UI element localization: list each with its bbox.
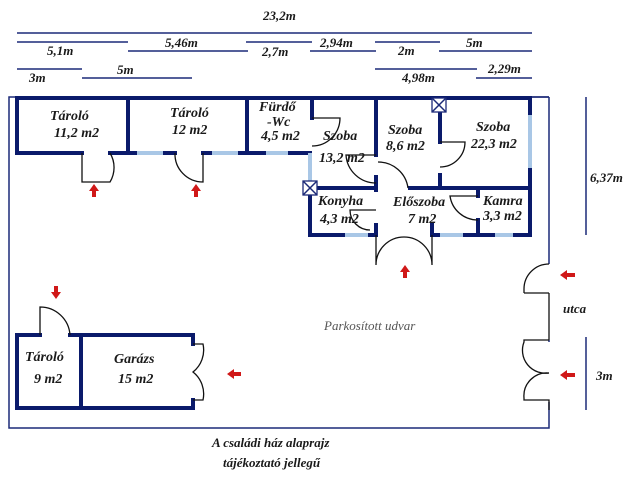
room-bath-name2: -Wc	[267, 115, 291, 130]
entry-arrow-lower	[560, 370, 575, 380]
dim-2-29: 2,29m	[487, 61, 521, 76]
door-hall-inner[interactable]	[377, 161, 409, 189]
chimney-kitchen	[302, 180, 318, 196]
dim-2-94: 2,94m	[319, 35, 353, 50]
room-szoba13-area: 13,2 m2	[319, 151, 365, 166]
dim-2: 2m	[397, 43, 415, 58]
room-kitchen-name: Konyha	[317, 194, 363, 209]
dim-5: 5m	[466, 35, 483, 50]
door-storage3[interactable]	[39, 306, 71, 336]
room-garage-name: Garázs	[114, 352, 155, 367]
door-kamra[interactable]	[449, 195, 479, 221]
room-szoba8-name: Szoba	[388, 123, 422, 138]
door-storage2[interactable]	[174, 152, 204, 183]
room-storage2-name: Tároló	[170, 106, 209, 121]
wall-garage-outer-b	[68, 333, 195, 346]
room-storage1-name: Tároló	[50, 109, 89, 124]
chimney-top	[431, 97, 447, 113]
wall-garage-outer-a	[15, 333, 195, 410]
top-outbuildings: Tároló 11,2 m2 Tároló 12 m2 Fürdő -Wc 4,…	[15, 96, 532, 197]
dim-2-7: 2,7m	[261, 44, 288, 59]
boundary-line	[8, 96, 550, 429]
wall-top	[15, 96, 532, 155]
door-storage1[interactable]	[81, 152, 115, 183]
dimension-lines: 23,2m 5,1m 5,46m 2,7m 2,94m 2m 5m 3m 5m …	[17, 8, 532, 85]
room-szoba13-name: Szoba	[323, 129, 357, 144]
room-storage3-name: Tároló	[25, 350, 64, 365]
entry-arrow-storage3	[51, 286, 61, 299]
dim-total: 23,2m	[262, 8, 296, 23]
bottom-outbuildings: Tároló 9 m2 Garázs 15 m2	[15, 286, 241, 410]
room-storage1-area: 11,2 m2	[54, 126, 99, 141]
dim-gate: 3m	[595, 368, 613, 383]
gate-upper-door[interactable]	[523, 263, 550, 294]
dim-5-1: 5,1m	[47, 43, 73, 58]
street-label: utca	[563, 301, 587, 316]
room-szoba22-area: 22,3 m2	[470, 137, 517, 152]
room-szoba22-name: Szoba	[476, 120, 510, 135]
entry-arrow-storage2	[191, 184, 201, 197]
room-storage2-area: 12 m2	[172, 123, 207, 138]
room-bath-name: Fürdő	[258, 100, 297, 115]
house: Szoba 13,2 m2 Szoba 8,6 m2 Szoba 22,3 m2…	[302, 96, 532, 278]
dim-3: 3m	[28, 70, 46, 85]
entry-arrow-storage1	[89, 184, 99, 197]
caption-line1: A családi ház alaprajz	[211, 435, 330, 450]
door-kitchen[interactable]	[349, 209, 376, 231]
side-dimensions: 6,37m 3m	[585, 97, 623, 410]
room-garage-area: 15 m2	[118, 372, 153, 387]
room-kamra-area: 3,3 m2	[482, 209, 522, 224]
door-main-entry[interactable]	[375, 235, 433, 266]
dim-5-46: 5,46m	[165, 35, 198, 50]
room-hall-area: 7 m2	[408, 212, 436, 227]
room-kitchen-area: 4,3 m2	[319, 212, 359, 227]
plot-boundary	[8, 96, 550, 429]
caption-line2: tájékoztató jellegű	[223, 455, 321, 470]
door-bath[interactable]	[311, 117, 341, 147]
room-bath-area: 4,5 m2	[260, 129, 300, 144]
entry-arrow-house	[400, 265, 410, 278]
door-garage[interactable]	[191, 343, 205, 401]
entry-arrow-garage	[227, 369, 241, 379]
dim-4-98: 4,98m	[401, 70, 435, 85]
dim-6-37: 6,37m	[590, 170, 623, 185]
room-kamra-name: Kamra	[482, 194, 523, 209]
dim-5b: 5m	[117, 62, 134, 77]
gate-lower-door-1[interactable]	[521, 339, 550, 374]
door-room13[interactable]	[345, 154, 377, 184]
gate-lower-door-2[interactable]	[523, 372, 550, 410]
yard-label: Parkosított udvar	[323, 318, 416, 333]
street-gates: utca	[521, 263, 587, 410]
entry-arrow-upper	[560, 270, 575, 280]
room-storage3-area: 9 m2	[34, 372, 62, 387]
room-szoba8-area: 8,6 m2	[386, 139, 425, 154]
door-room8[interactable]	[439, 141, 466, 168]
room-hall-name: Előszoba	[392, 195, 445, 210]
